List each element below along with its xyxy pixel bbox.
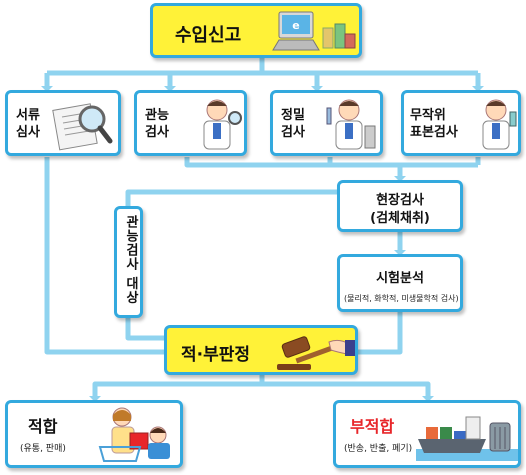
step-precision-test-line2: 검사 [281, 125, 305, 140]
sampling-inspector-icon [482, 99, 517, 150]
step-precision-test-box: 정밀 검사 [270, 90, 383, 156]
step-random-sampling-line2: 표본검사 [410, 125, 458, 140]
shopping-family-icon [98, 407, 170, 462]
fail-subtitle: (반송, 반출, 폐기) [344, 444, 413, 454]
step-precision-test-line1: 정밀 [281, 108, 305, 123]
lab-analysis-title: 시험분석 [376, 271, 424, 286]
step-sensory-test-box: 관능 검사 [134, 90, 247, 156]
field-inspection-line1: 현장검사 [376, 193, 424, 208]
gavel-icon [277, 336, 355, 370]
judgement-box: 적·부판정 [164, 325, 358, 375]
field-inspection-line2: (검체채취) [370, 211, 430, 226]
lab-analysis-subtitle: (물리적, 화학적, 미생물학적 검사) [344, 294, 459, 303]
field-inspection-box: 현장검사 (검체채취) [337, 180, 463, 232]
computer-desk-icon: e [272, 11, 356, 51]
fail-box: 부적합 (반송, 반출, 폐기) [333, 400, 521, 468]
lab-scientist-icon [326, 99, 376, 150]
step-document-review-line2: 심사 [16, 125, 40, 140]
pass-box: 적합 (유통, 판매) [5, 400, 183, 468]
sensory-target-label: 관능검사 대상 [123, 215, 138, 305]
import-declaration-box: 수입신고 e [150, 3, 362, 58]
fail-title: 부적합 [350, 417, 395, 436]
step-sensory-test-line2: 검사 [145, 125, 169, 140]
step-random-sampling-box: 무작위 표본검사 [401, 90, 521, 156]
step-random-sampling-line1: 무작위 [410, 108, 446, 123]
pass-title: 적합 [28, 417, 58, 436]
pass-subtitle: (유통, 판매) [20, 444, 66, 454]
ship-disposal-icon [416, 416, 518, 461]
svg-text:e: e [292, 19, 299, 32]
step-document-review-box: 서류 심사 [5, 90, 121, 156]
step-document-review-line1: 서류 [16, 108, 40, 123]
step-sensory-test-line1: 관능 [145, 108, 169, 123]
judgement-title: 적·부판정 [181, 345, 251, 365]
lab-analysis-box: 시험분석 (물리적, 화학적, 미생물학적 검사) [337, 254, 463, 312]
sensory-target-box: 관능검사 대상 [114, 206, 143, 318]
import-declaration-title: 수입신고 [175, 25, 242, 46]
magnifier-document-icon [52, 103, 113, 151]
inspector-icon [203, 99, 242, 150]
